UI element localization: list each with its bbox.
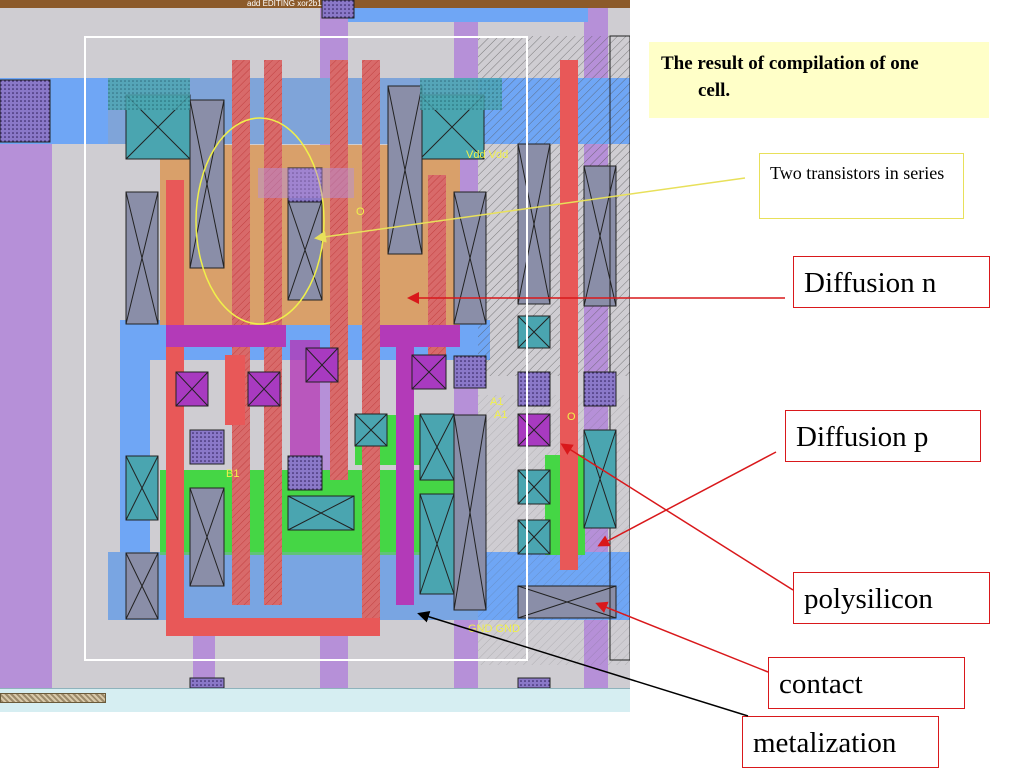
label-diffusion-n: Diffusion n xyxy=(793,256,990,308)
series-transistor-note: Two transistors in series xyxy=(759,153,964,219)
title-note: The result of compilation of one cell. xyxy=(649,42,989,118)
node-label-a1-2: A1 xyxy=(494,409,507,421)
label-metalization: metalization xyxy=(742,716,939,768)
node-label-a1-1: A1 xyxy=(490,396,503,408)
title-note-line2: cell. xyxy=(698,80,731,101)
node-labels: Vdd Vdd O A1 A1 O B1 GND GND xyxy=(226,149,576,635)
editor-status-bar xyxy=(0,688,630,712)
horizontal-scroll-grip[interactable] xyxy=(0,693,106,703)
title-note-line1: The result of compilation of one xyxy=(661,53,919,74)
node-label-o-mid: O xyxy=(567,411,576,423)
node-label-vdd: Vdd Vdd xyxy=(466,149,508,161)
label-diffusion-p: Diffusion p xyxy=(785,410,981,462)
label-contact: contact xyxy=(768,657,965,709)
layout-editor-canvas[interactable]: add EDITING xor2b1 xyxy=(0,0,630,712)
editor-title: add EDITING xor2b1 xyxy=(247,0,322,8)
editor-title-bar: add EDITING xor2b1 xyxy=(0,0,630,8)
node-label-gnd: GND GND xyxy=(468,623,520,635)
label-polysilicon: polysilicon xyxy=(793,572,990,624)
node-label-o-top: O xyxy=(356,206,365,218)
node-label-b1: B1 xyxy=(226,468,239,480)
